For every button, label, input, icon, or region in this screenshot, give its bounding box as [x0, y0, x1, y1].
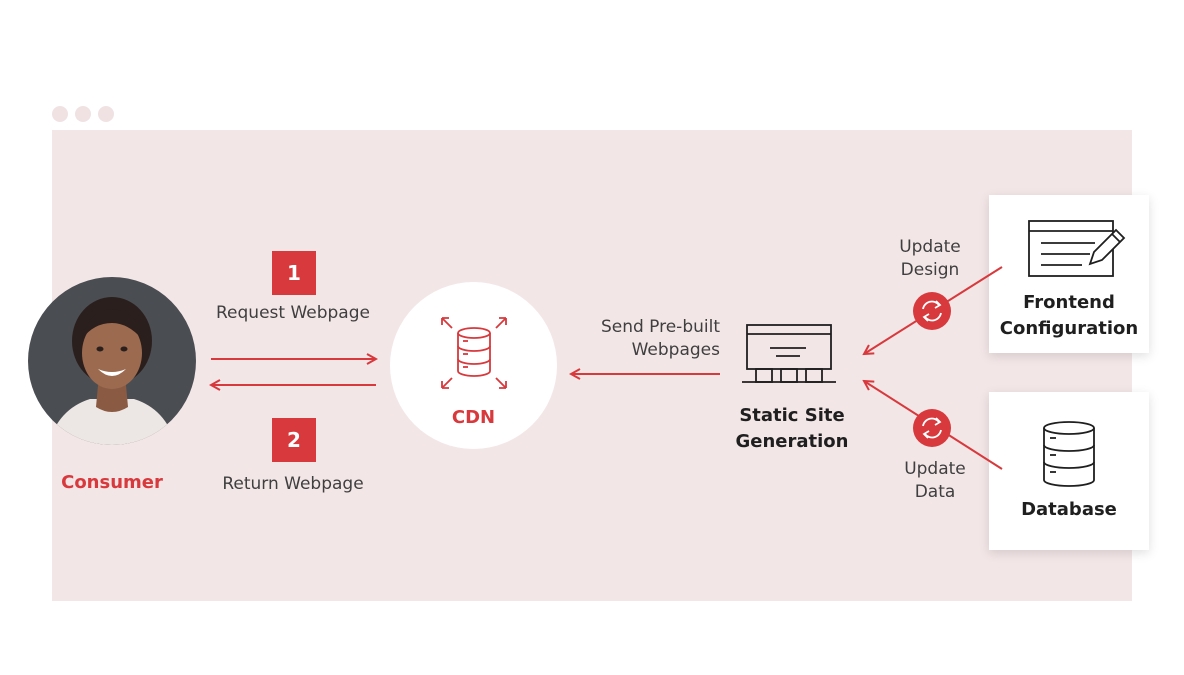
send-line-2: Webpages: [631, 340, 720, 360]
update-design-line-2: Design: [900, 260, 960, 280]
update-design-line-1: Update: [899, 237, 961, 257]
ssg-label: Static Site Generation: [722, 403, 862, 455]
consumer-avatar: [28, 277, 196, 445]
step-2-badge: 2: [272, 418, 316, 462]
update-data-label: Update Data: [885, 458, 985, 504]
consumer-label: Consumer: [61, 472, 163, 493]
window-dot: [98, 106, 114, 122]
update-design-label: Update Design: [880, 236, 980, 282]
update-data-line-2: Data: [914, 482, 956, 502]
database-icon: [1043, 421, 1095, 487]
sync-icon: [913, 409, 951, 447]
storefront-icon: [742, 324, 836, 383]
step-1-badge: 1: [272, 251, 316, 295]
window-controls: [52, 106, 114, 122]
cdn-node: [390, 282, 557, 449]
frontend-line-1: Frontend: [1023, 292, 1115, 313]
database-expand-icon: [441, 317, 507, 389]
ssg-line-1: Static Site: [739, 405, 845, 426]
database-title: Database: [1021, 499, 1117, 520]
window-dot: [52, 106, 68, 122]
database-card: Database: [989, 392, 1149, 550]
browser-edit-icon: [1028, 220, 1126, 277]
frontend-line-2: Configuration: [999, 318, 1139, 339]
ssg-line-2: Generation: [735, 431, 849, 452]
frontend-config-title: Frontend Configuration: [989, 290, 1149, 342]
return-webpage-label: Return Webpage: [222, 474, 364, 494]
request-webpage-label: Request Webpage: [216, 303, 370, 323]
sync-icon: [913, 292, 951, 330]
send-prebuilt-label: Send Pre-built Webpages: [560, 316, 720, 362]
send-line-1: Send Pre-built: [600, 317, 720, 337]
window-dot: [75, 106, 91, 122]
update-data-line-1: Update: [904, 459, 966, 479]
cdn-label: CDN: [451, 407, 496, 428]
diagram-panel: [52, 130, 1132, 601]
